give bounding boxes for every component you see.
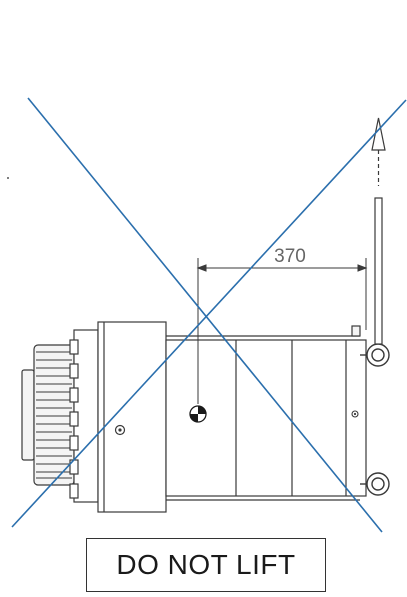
flange	[69, 321, 167, 513]
stray-mark	[7, 177, 9, 179]
lifting-eye-bottom-icon	[360, 472, 390, 496]
flange-bolt-icon	[114, 424, 126, 436]
lift-rod	[374, 197, 383, 345]
warning-box: DO NOT LIFT	[86, 538, 326, 592]
center-of-gravity-icon	[189, 405, 207, 423]
gear-fins	[21, 344, 75, 486]
arrow-up-icon	[371, 117, 386, 186]
body-marker-icon	[351, 410, 359, 418]
warning-text: DO NOT LIFT	[116, 549, 296, 580]
dimension-line	[196, 258, 368, 404]
cross-out-mark	[11, 97, 407, 533]
dimension-label: 370	[274, 246, 306, 267]
